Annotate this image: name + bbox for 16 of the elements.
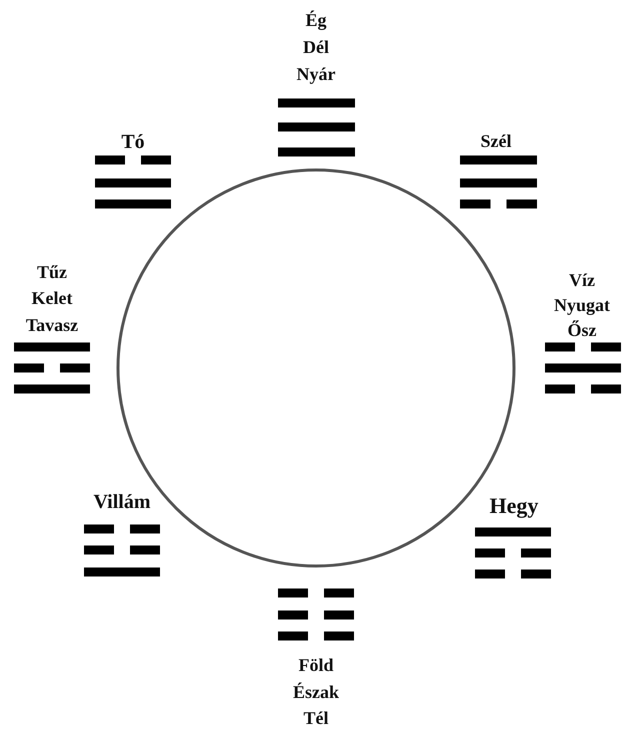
trigram-label: Föld bbox=[298, 656, 334, 674]
trigram-label: Észak bbox=[293, 683, 339, 701]
trigram-label: Nyár bbox=[296, 65, 336, 83]
trigram-label: Tél bbox=[304, 709, 328, 727]
trigram-label: Ég bbox=[306, 11, 326, 29]
trigram-label: Nyugat bbox=[554, 296, 610, 314]
trigram-label: Kelet bbox=[32, 289, 72, 307]
trigram-label: Villám bbox=[93, 492, 151, 512]
trigram-label: Dél bbox=[303, 38, 329, 56]
trigram-label: Ősz bbox=[568, 321, 596, 339]
trigram-label: Tavasz bbox=[26, 316, 78, 334]
trigram-label: Szél bbox=[480, 132, 512, 150]
trigram-label: Tűz bbox=[37, 263, 67, 281]
trigram-label: Tó bbox=[121, 132, 145, 152]
trigram-label: Hegy bbox=[490, 495, 538, 517]
trigram-label: Víz bbox=[569, 271, 595, 289]
